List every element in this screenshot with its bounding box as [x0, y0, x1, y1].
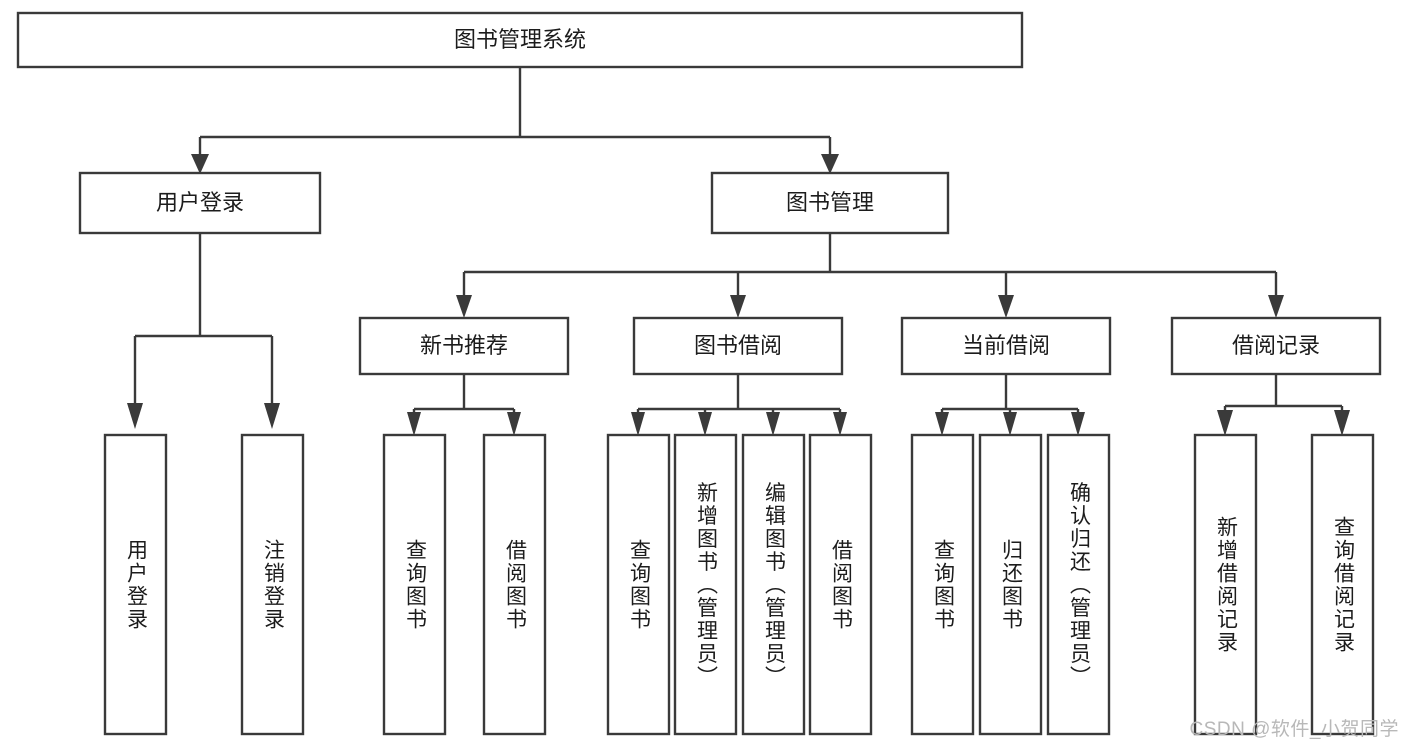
arrow-to-leaf-add-book-admin — [698, 412, 712, 436]
arrow-to-book-borrow — [730, 295, 746, 318]
node-leaf-return-book-box[interactable] — [978, 433, 1043, 736]
node-leaf-return-book-label: 归还图书 — [1000, 539, 1024, 631]
node-leaf-user-login-label: 用户登录 — [125, 539, 149, 631]
node-borrow-record[interactable]: 借阅记录 — [1170, 316, 1382, 376]
node-leaf-query-book-a-box[interactable] — [382, 433, 447, 736]
node-leaf-logout-box[interactable] — [240, 433, 305, 736]
node-leaf-query-borrow-record-label: 查询借阅记录 — [1332, 516, 1356, 654]
arrow-to-leaf-query-borrow-record — [1334, 410, 1350, 436]
arrow-to-leaf-add-borrow-record — [1217, 410, 1233, 436]
node-leaf-add-borrow-record-box[interactable] — [1193, 433, 1258, 736]
node-current-borrow[interactable]: 当前借阅 — [900, 316, 1112, 376]
node-book-borrow[interactable]: 图书借阅 — [632, 316, 844, 376]
node-leaf-borrow-book-a-box[interactable] — [482, 433, 547, 736]
node-new-book-rec-box[interactable] — [358, 316, 570, 376]
arrow-to-leaf-edit-book-admin — [766, 412, 780, 436]
node-leaf-edit-book-admin-box[interactable] — [741, 433, 806, 736]
arrow-to-leaf-borrow-book-a — [507, 412, 521, 436]
node-book-manage[interactable]: 图书管理 — [710, 171, 950, 235]
node-book-manage-label: 图书管理 — [786, 190, 874, 215]
node-current-borrow-label: 当前借阅 — [962, 333, 1050, 358]
arrow-to-leaf-query-book-b — [631, 412, 645, 436]
node-user-login-box[interactable] — [78, 171, 322, 235]
node-leaf-borrow-book-b-box[interactable] — [808, 433, 873, 736]
node-leaf-confirm-return-admin[interactable]: 确认归还（管理员） — [1046, 433, 1111, 736]
node-new-book-rec[interactable]: 新书推荐 — [358, 316, 570, 376]
arrow-to-leaf-confirm-return-admin — [1071, 412, 1085, 436]
node-leaf-user-login-box[interactable] — [103, 433, 168, 736]
node-leaf-query-borrow-record[interactable]: 查询借阅记录 — [1310, 433, 1375, 736]
node-leaf-query-book-b[interactable]: 查询图书 — [606, 433, 671, 736]
arrow-to-user-login — [191, 154, 209, 174]
node-leaf-query-book-c-label: 查询图书 — [932, 539, 956, 631]
node-leaf-add-book-admin[interactable]: 新增图书（管理员） — [673, 433, 738, 736]
arrow-to-leaf-user-login — [127, 403, 143, 429]
node-leaf-logout-label: 注销登录 — [262, 539, 286, 631]
node-leaf-add-book-admin-label: 新增图书（管理员） — [695, 482, 719, 689]
node-root[interactable]: 图书管理系统 — [16, 11, 1024, 69]
csdn-watermark: CSDN @软件_小贺同学 — [1189, 719, 1399, 740]
node-leaf-add-borrow-record[interactable]: 新增借阅记录 — [1193, 433, 1258, 736]
node-leaf-edit-book-admin[interactable]: 编辑图书（管理员） — [741, 433, 806, 736]
node-leaf-add-book-admin-box[interactable] — [673, 433, 738, 736]
arrow-to-book-manage — [821, 154, 839, 174]
node-leaf-query-book-c-box[interactable] — [910, 433, 975, 736]
arrow-to-leaf-query-book-c — [935, 412, 949, 436]
node-borrow-record-box[interactable] — [1170, 316, 1382, 376]
node-leaf-return-book[interactable]: 归还图书 — [978, 433, 1043, 736]
node-book-manage-box[interactable] — [710, 171, 950, 235]
node-leaf-query-book-b-label: 查询图书 — [628, 539, 652, 631]
node-leaf-edit-book-admin-label: 编辑图书（管理员） — [763, 482, 787, 689]
node-leaf-add-borrow-record-label: 新增借阅记录 — [1215, 516, 1239, 654]
node-root-box[interactable] — [16, 11, 1024, 69]
arrow-to-current-borrow — [998, 295, 1014, 318]
node-root-label: 图书管理系统 — [454, 27, 586, 52]
arrow-to-leaf-logout — [264, 403, 280, 429]
node-leaf-borrow-book-a[interactable]: 借阅图书 — [482, 433, 547, 736]
node-leaf-query-book-c[interactable]: 查询图书 — [910, 433, 975, 736]
node-user-login[interactable]: 用户登录 — [78, 171, 322, 235]
node-leaf-logout[interactable]: 注销登录 — [240, 433, 305, 736]
node-user-login-label: 用户登录 — [156, 190, 244, 215]
arrow-to-leaf-query-book-a — [407, 412, 421, 436]
node-leaf-confirm-return-admin-box[interactable] — [1046, 433, 1111, 736]
node-book-borrow-label: 图书借阅 — [694, 333, 782, 358]
arrow-to-leaf-return-book — [1003, 412, 1017, 436]
node-leaf-user-login[interactable]: 用户登录 — [103, 433, 168, 736]
node-leaf-borrow-book-b-label: 借阅图书 — [830, 539, 854, 631]
node-leaf-query-book-a[interactable]: 查询图书 — [382, 433, 447, 736]
arrow-to-new-book-rec — [456, 295, 472, 318]
node-book-borrow-box[interactable] — [632, 316, 844, 376]
node-leaf-borrow-book-a-label: 借阅图书 — [504, 539, 528, 631]
arrow-to-borrow-record — [1268, 295, 1284, 318]
node-leaf-query-book-b-box[interactable] — [606, 433, 671, 736]
node-current-borrow-box[interactable] — [900, 316, 1112, 376]
node-borrow-record-label: 借阅记录 — [1232, 333, 1320, 358]
arrow-to-leaf-borrow-book-b — [833, 412, 847, 436]
node-leaf-borrow-book-b[interactable]: 借阅图书 — [808, 433, 873, 736]
node-new-book-rec-label: 新书推荐 — [420, 333, 508, 358]
node-leaf-query-borrow-record-box[interactable] — [1310, 433, 1375, 736]
node-leaf-query-book-a-label: 查询图书 — [404, 539, 428, 631]
edge-layer — [127, 67, 1350, 436]
node-leaf-confirm-return-admin-label: 确认归还（管理员） — [1068, 482, 1092, 689]
